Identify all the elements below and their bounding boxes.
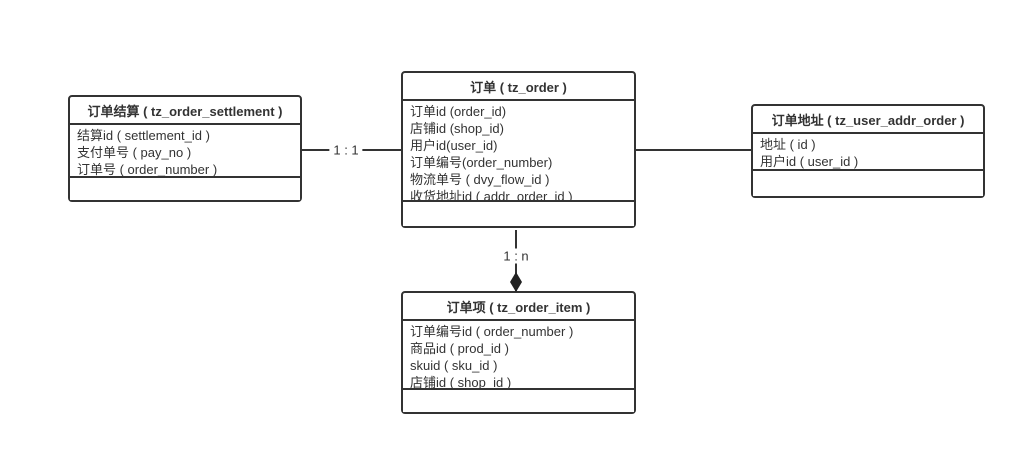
connector-label-one-to-one: 1 : 1 — [329, 142, 363, 158]
field-sku-id: skuid ( sku_id ) — [410, 358, 498, 373]
field-dvy-flow-id: 物流单号 ( dvy_flow_id ) — [410, 172, 550, 187]
field-user-id: 用户id(user_id) — [410, 138, 498, 153]
entity-order-settlement[interactable]: 订单结算 ( tz_order_settlement ) 结算id ( sett… — [68, 95, 302, 202]
entity-fields-order-settlement: 结算id ( settlement_id ) 支付单号 ( pay_no ) 订… — [70, 125, 300, 178]
entity-order-item[interactable]: 订单项 ( tz_order_item ) 订单编号id ( order_num… — [401, 291, 636, 414]
entity-title-order-settlement: 订单结算 ( tz_order_settlement ) — [70, 97, 300, 125]
field-order-number: 订单号 ( order_number ) — [77, 162, 218, 177]
field-addr-id: 地址 ( id ) — [760, 137, 816, 152]
entity-order[interactable]: 订单 ( tz_order ) 订单id (order_id) 店铺id (sh… — [401, 71, 636, 228]
field-order-number: 订单编号(order_number) — [410, 155, 553, 170]
entity-footer-order-settlement — [70, 178, 300, 200]
entity-fields-order-item: 订单编号id ( order_number ) 商品id ( prod_id )… — [403, 321, 634, 390]
entity-footer-order-item — [403, 390, 634, 412]
entity-user-addr-order[interactable]: 订单地址 ( tz_user_addr_order ) 地址 ( id ) 用户… — [751, 104, 985, 198]
field-pay-no: 支付单号 ( pay_no ) — [77, 145, 192, 160]
entity-title-order-item: 订单项 ( tz_order_item ) — [403, 293, 634, 321]
field-shop-id: 店铺id (shop_id) — [410, 121, 504, 136]
diamond-arrow-icon — [509, 272, 523, 292]
field-item-shop-id: 店铺id ( shop_id ) — [410, 375, 512, 390]
field-settlement-id: 结算id ( settlement_id ) — [77, 128, 210, 143]
field-prod-id: 商品id ( prod_id ) — [410, 341, 509, 356]
entity-fields-order: 订单id (order_id) 店铺id (shop_id) 用户id(user… — [403, 101, 634, 202]
entity-title-user-addr-order: 订单地址 ( tz_user_addr_order ) — [753, 106, 983, 134]
field-item-order-number: 订单编号id ( order_number ) — [410, 324, 574, 339]
field-order-id: 订单id (order_id) — [410, 104, 507, 119]
field-addr-user-id: 用户id ( user_id ) — [760, 154, 859, 169]
entity-footer-order — [403, 202, 634, 226]
connector-label-one-to-n: 1 : n — [499, 248, 533, 264]
field-addr-order-id: 收货地址id ( addr_order_id ) — [410, 189, 573, 202]
entity-footer-user-addr-order — [753, 171, 983, 196]
connector-order-addr[interactable] — [632, 149, 751, 151]
entity-fields-user-addr-order: 地址 ( id ) 用户id ( user_id ) — [753, 134, 983, 171]
entity-title-order: 订单 ( tz_order ) — [403, 73, 634, 101]
